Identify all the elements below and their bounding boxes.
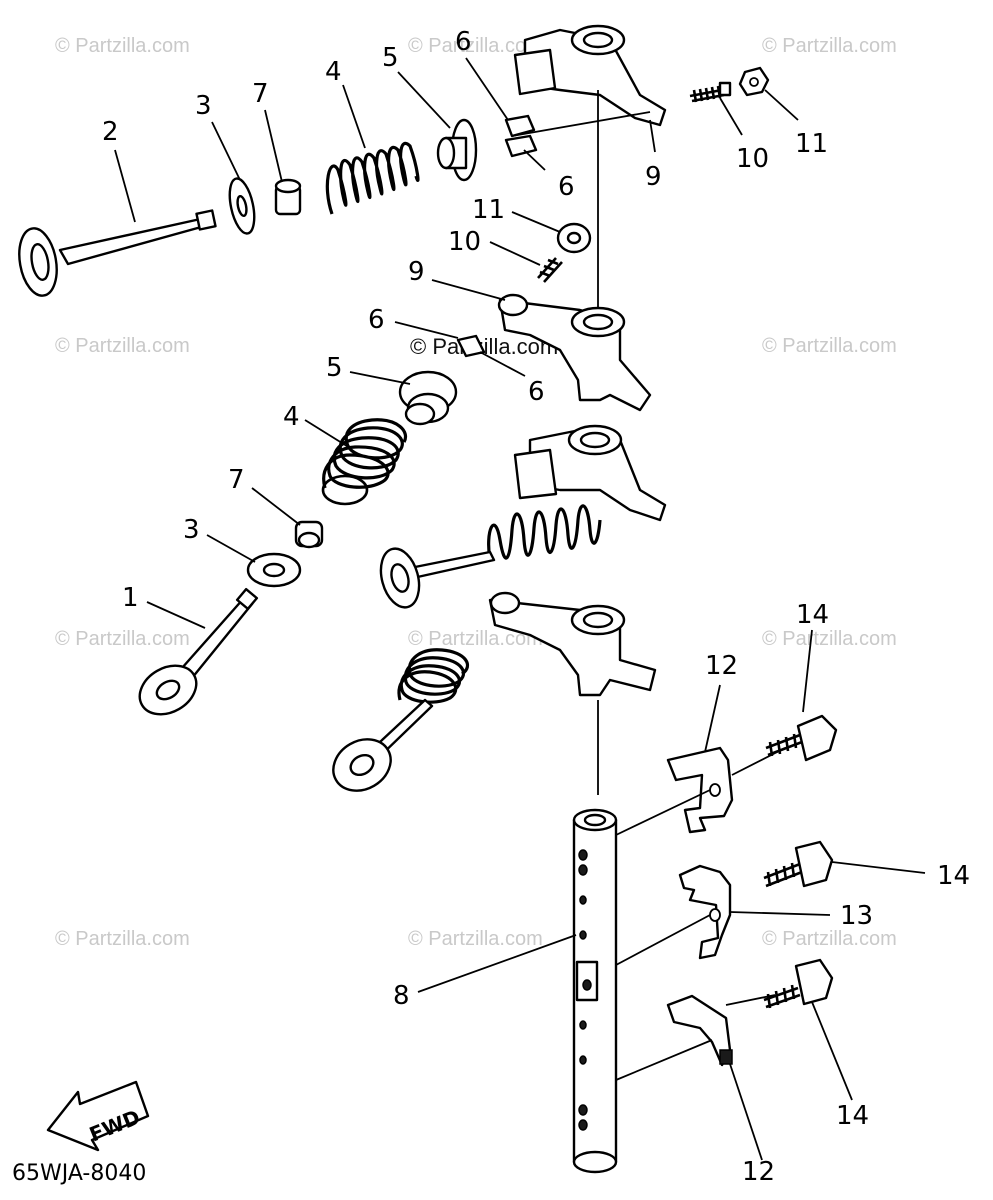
callout-10: 10 bbox=[736, 144, 769, 174]
callout-11: 11 bbox=[472, 195, 505, 225]
valve-spring-3rd bbox=[379, 504, 602, 609]
callout-6: 6 bbox=[455, 27, 472, 57]
callout-12: 12 bbox=[705, 651, 738, 681]
bracket-12-bottom bbox=[666, 994, 733, 1067]
watermark: © Partzilla.com bbox=[762, 928, 897, 950]
callout-13: 13 bbox=[840, 901, 873, 931]
shim-3-top bbox=[228, 177, 256, 235]
rocker-arm-3rd bbox=[513, 424, 667, 522]
callout-14: 14 bbox=[937, 861, 970, 891]
callout-12: 12 bbox=[742, 1157, 775, 1187]
adjust-screw-10-top bbox=[689, 81, 732, 103]
callouts: 2 3 7 4 5 6 6 9 10 11 11 10 9 6 6 5 4 7 … bbox=[102, 27, 970, 1187]
callout-4: 4 bbox=[283, 402, 300, 432]
callout-9: 9 bbox=[408, 257, 425, 287]
valve-spring-4-top bbox=[325, 142, 420, 215]
cotter-6-mid bbox=[456, 334, 486, 358]
watermark: © Partzilla.com bbox=[762, 335, 897, 357]
callout-7: 7 bbox=[228, 465, 245, 495]
rocker-shaft-8 bbox=[572, 808, 618, 1174]
spring-retainer-5-mid bbox=[398, 370, 458, 426]
callout-2: 2 bbox=[102, 117, 119, 147]
watermark: © Partzilla.com bbox=[762, 628, 897, 650]
bracket-12-top bbox=[666, 746, 734, 834]
callout-9: 9 bbox=[645, 162, 662, 192]
locknut-11-top bbox=[738, 66, 770, 97]
callout-8: 8 bbox=[393, 981, 410, 1011]
callout-6: 6 bbox=[368, 305, 385, 335]
valve-spring-4th bbox=[332, 648, 469, 792]
watermark: © Partzilla.com bbox=[408, 35, 543, 57]
shim-3-mid bbox=[246, 552, 302, 588]
valve-2 bbox=[18, 209, 217, 297]
fwd-arrow-icon: FWD bbox=[46, 1080, 150, 1152]
rocker-arm-9-top bbox=[513, 24, 667, 127]
cotter-6-top bbox=[504, 114, 538, 158]
watermark: © Partzilla.com bbox=[762, 35, 897, 57]
bolt-14-bottom bbox=[763, 958, 834, 1009]
callout-5: 5 bbox=[382, 43, 399, 73]
watermarks: © Partzilla.com © Partzilla.com © Partzi… bbox=[55, 35, 897, 950]
valve-seal-7-mid bbox=[294, 520, 324, 549]
callout-3: 3 bbox=[183, 515, 200, 545]
callout-10: 10 bbox=[448, 227, 481, 257]
rocker-arm-9-mid bbox=[497, 293, 652, 412]
leader-lines bbox=[114, 57, 926, 1161]
watermark: © Partzilla.com bbox=[408, 628, 543, 650]
drawing-code: 65WJA-8040 bbox=[12, 1161, 146, 1186]
watermark: © Partzilla.com bbox=[55, 335, 190, 357]
watermark: © Partzilla.com bbox=[408, 928, 543, 950]
callout-6: 6 bbox=[528, 377, 545, 407]
watermark: © Partzilla.com bbox=[55, 928, 190, 950]
callout-5: 5 bbox=[326, 353, 343, 383]
bracket-13 bbox=[678, 864, 732, 960]
callout-11: 11 bbox=[795, 129, 828, 159]
callout-14: 14 bbox=[796, 600, 829, 630]
watermark: © Partzilla.com bbox=[55, 628, 190, 650]
callout-14: 14 bbox=[836, 1101, 869, 1131]
adjust-screw-10-mid bbox=[537, 257, 563, 283]
callout-1: 1 bbox=[122, 583, 139, 613]
callout-6: 6 bbox=[558, 172, 575, 202]
valve-seal-7-top bbox=[274, 178, 302, 216]
rocker-arm-4th bbox=[488, 591, 657, 697]
spring-retainer-5-top bbox=[436, 118, 478, 182]
watermark: © Partzilla.com bbox=[55, 35, 190, 57]
valve-spring-4-mid bbox=[321, 418, 408, 506]
locknut-11-mid bbox=[556, 222, 592, 254]
bolt-14-top bbox=[765, 714, 838, 762]
callout-4: 4 bbox=[325, 57, 342, 87]
bolt-14-mid bbox=[763, 840, 834, 888]
callout-7: 7 bbox=[252, 79, 269, 109]
valve-1 bbox=[138, 587, 259, 716]
callout-3: 3 bbox=[195, 91, 212, 121]
